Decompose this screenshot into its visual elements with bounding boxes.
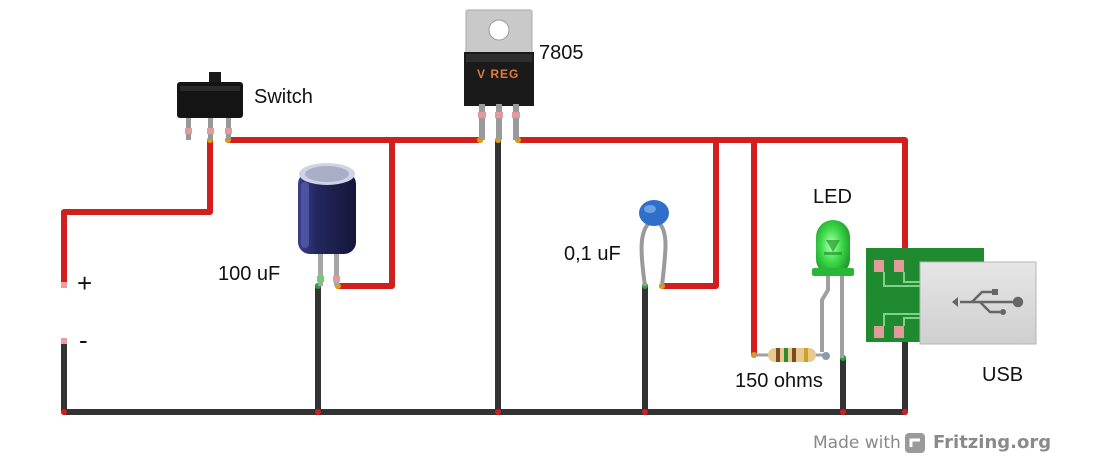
label-usb: USB: [982, 364, 1024, 386]
usb-icon: [952, 289, 1024, 315]
label-plus: +: [77, 268, 93, 298]
green-led: [812, 220, 854, 358]
voltage-regulator: [464, 9, 534, 140]
cap100-plus-wire: [335, 137, 395, 289]
label-led: LED: [813, 186, 852, 208]
plus-wire: [61, 137, 213, 287]
fritzing-logo-icon: [905, 433, 925, 453]
label-minus: -: [79, 325, 88, 355]
reg-out-wire: [515, 137, 908, 271]
electrolytic-capacitor: [298, 163, 356, 286]
ground-wires: [61, 137, 908, 415]
positive-wires: [61, 137, 908, 358]
resistor: [754, 348, 830, 362]
slide-switch: [177, 72, 243, 140]
usb-connector: [866, 248, 1037, 345]
regulator-marking: V REG: [477, 67, 520, 81]
label-resistor: 150 ohms: [735, 370, 823, 392]
cap01-plus-wire: [659, 137, 719, 289]
label-cap-ceramic: 0,1 uF: [564, 243, 621, 265]
label-regulator: 7805: [539, 42, 584, 64]
footer-made-with: Made with: [813, 433, 901, 453]
battery-terminals: [61, 282, 67, 344]
label-switch: Switch: [254, 86, 313, 108]
label-cap-electrolytic: 100 uF: [218, 263, 281, 285]
ceramic-capacitor: [639, 200, 669, 287]
footer-brand[interactable]: Fritzing.org: [933, 432, 1052, 453]
